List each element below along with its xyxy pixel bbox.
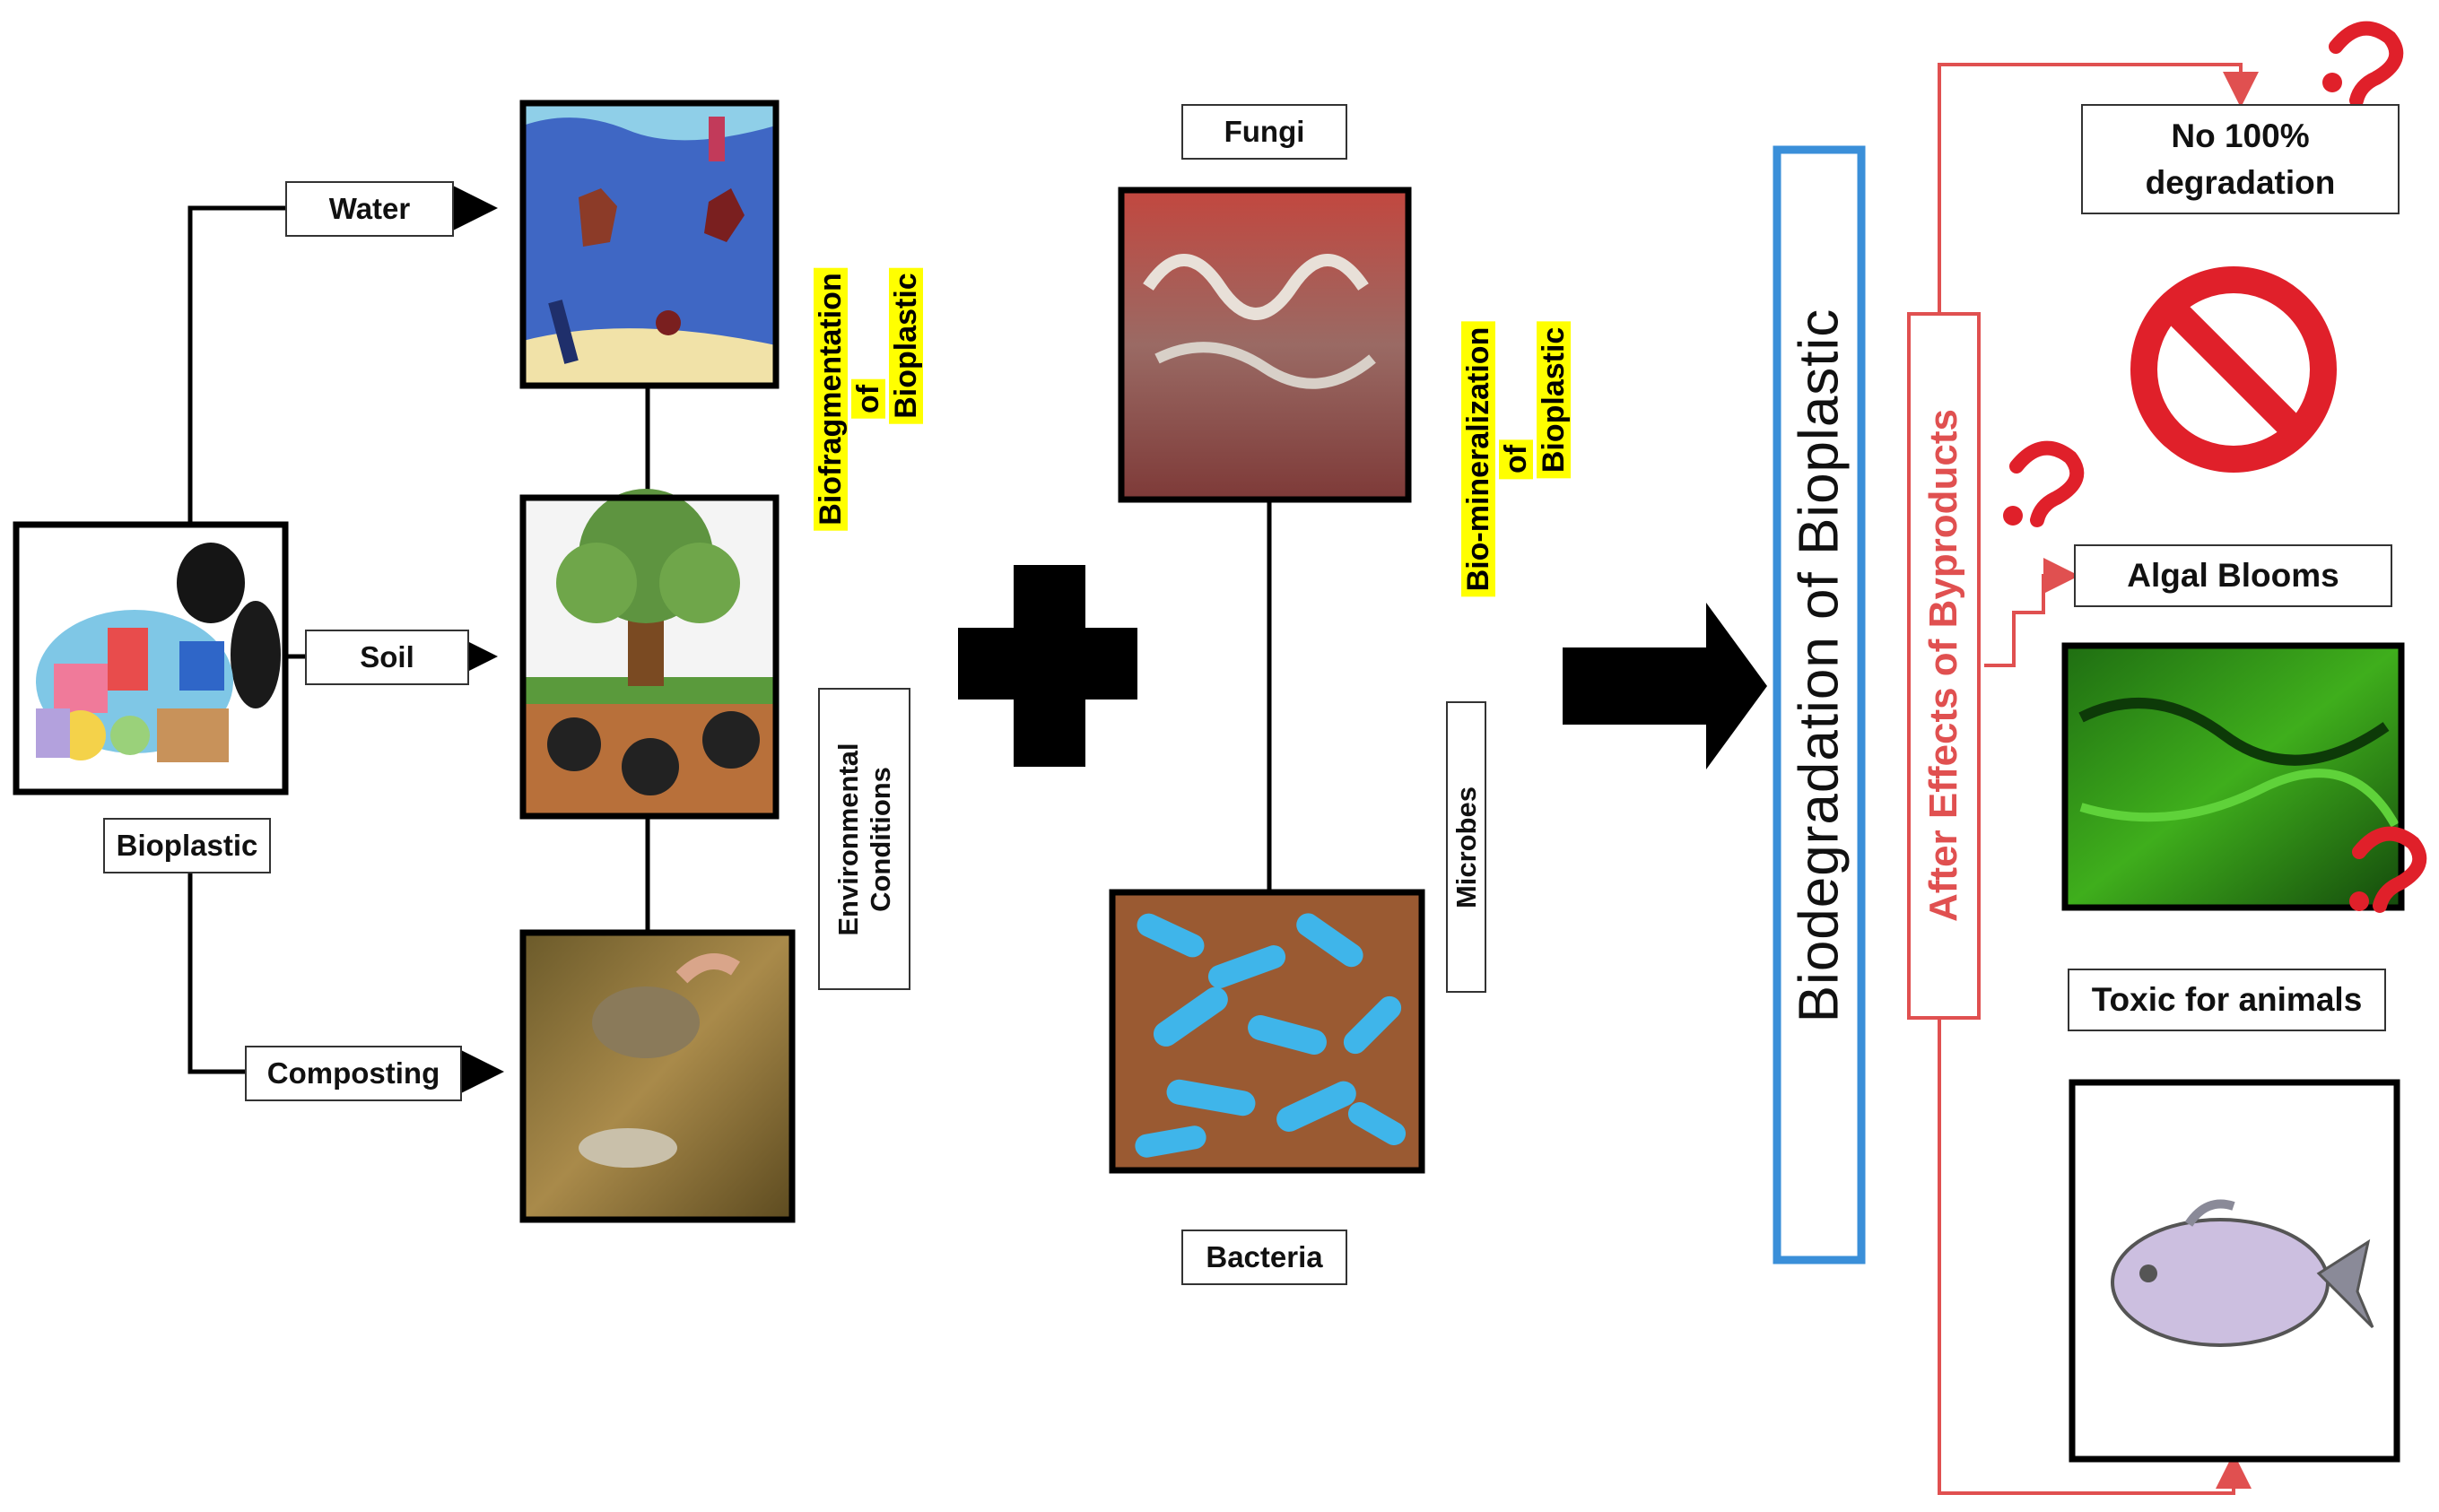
arrow-right-icon xyxy=(1563,603,1767,769)
water-label: Water xyxy=(285,181,454,237)
bacteria-image xyxy=(1109,889,1425,1174)
fungi-image xyxy=(1118,187,1412,503)
question-mark-icon xyxy=(2009,21,2427,913)
result-box xyxy=(1773,145,1866,1264)
microbes-box: Microbes xyxy=(1446,701,1486,993)
environmental-line-2: Conditions xyxy=(864,766,896,912)
after-effects-connectors xyxy=(1938,63,2259,1495)
no-degradation-label: No 100% degradation xyxy=(2081,104,2400,214)
bacteria-label: Bacteria xyxy=(1181,1230,1347,1285)
soil-scene-illustration xyxy=(519,489,780,820)
fish-image xyxy=(2069,1079,2400,1463)
bioplastic-trash-illustration xyxy=(13,521,289,795)
toxic-for-animals-label: Toxic for animals xyxy=(2068,969,2386,1031)
soil-label: Soil xyxy=(305,630,469,685)
biofragmentation-label: Biofragmentation of Bioplastic xyxy=(814,267,923,531)
water-scene-illustration xyxy=(519,100,780,389)
question-mark-dots xyxy=(2003,73,2369,911)
after-effects-box xyxy=(1907,312,1981,1020)
composting-label: Composting xyxy=(245,1046,462,1101)
after-effects-title: After Effects of Byproducts xyxy=(1921,408,1965,923)
result-title: Biodegradation of Bioplastic xyxy=(1788,308,1851,1023)
environmental-line-1: Environmental xyxy=(832,742,864,936)
algal-blooms-label: Algal Blooms xyxy=(2074,544,2392,607)
bio-mineralization-label: Bio-mineralization of Bioplastic xyxy=(1461,321,1571,597)
fungi-label: Fungi xyxy=(1181,104,1347,160)
composting-scene-illustration xyxy=(519,929,796,1223)
bioplastic-label: Bioplastic xyxy=(103,818,271,873)
no-entry-icon xyxy=(2130,266,2337,473)
algal-bloom-image xyxy=(2061,642,2405,911)
plus-icon xyxy=(958,565,1137,767)
environmental-conditions-box: Environmental Conditions xyxy=(818,688,910,990)
microbes-text: Microbes xyxy=(1450,786,1482,908)
